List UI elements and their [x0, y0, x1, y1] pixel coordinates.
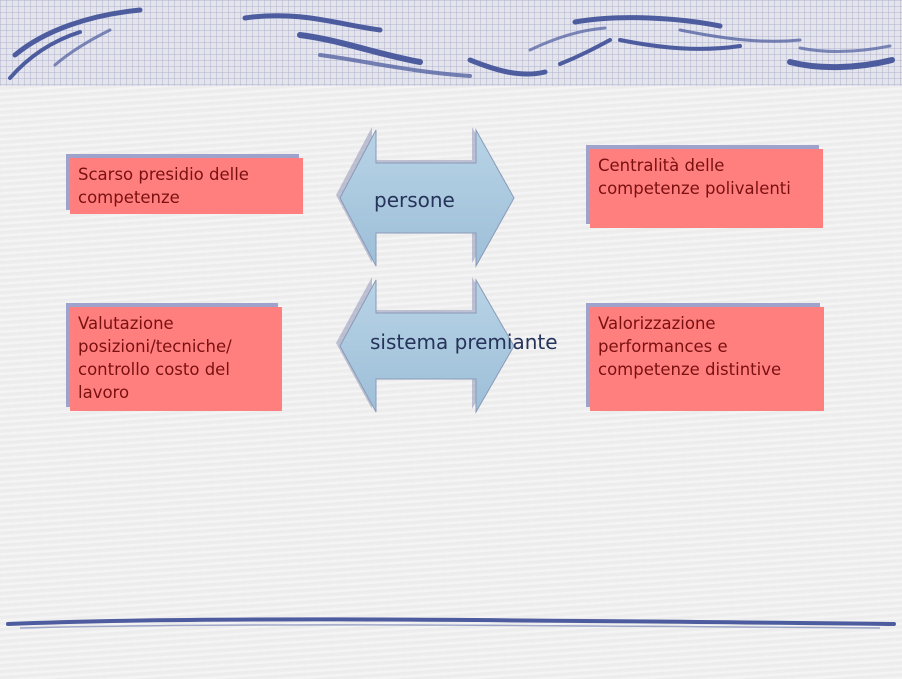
target-competence-box: Centralità delle competenze polivalenti	[590, 149, 823, 228]
persone-label: persone	[374, 188, 455, 212]
sistema-premiante-double-arrow	[336, 277, 515, 414]
current-reward-box: Valutazione posizioni/tecniche/ controll…	[70, 307, 282, 411]
header-grid-band	[0, 0, 902, 86]
current-competence-box: Scarso presidio delle competenze	[70, 158, 303, 214]
header-swoosh-decoration	[8, 7, 895, 80]
target-reward-box: Valorizzazione performances e competenze…	[590, 307, 824, 411]
sistema-premiante-label: sistema premiante	[370, 330, 558, 354]
persone-double-arrow	[336, 127, 515, 268]
